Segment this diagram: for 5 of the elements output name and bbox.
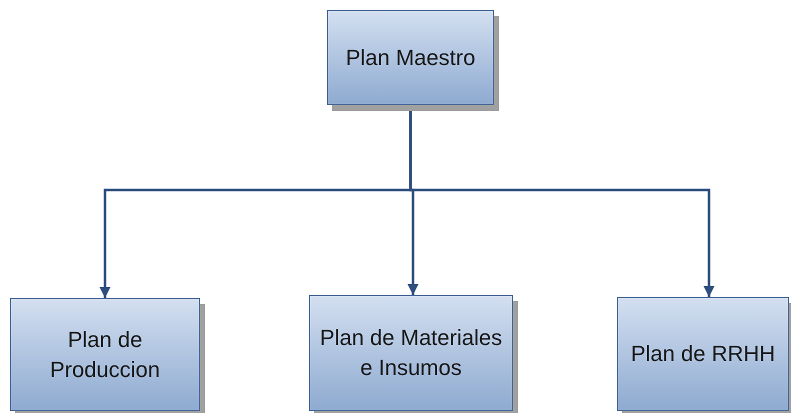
plan-box <box>617 297 789 411</box>
box-label: Plan Maestro <box>346 44 476 72</box>
box-label: Plan de RRHH <box>630 340 776 368</box>
box-label: Plan de Produccion <box>48 326 162 384</box>
box-label: Plan de Materiales e Insumos <box>318 324 504 382</box>
